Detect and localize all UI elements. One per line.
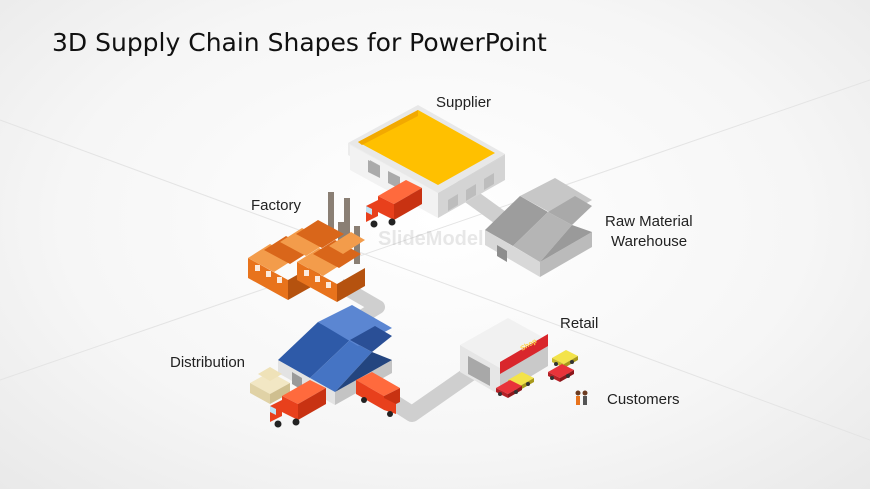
- factory-icon: [248, 192, 365, 302]
- label-raw-material-warehouse-line2: Warehouse: [611, 233, 688, 250]
- label-factory: Factory: [251, 197, 302, 214]
- car-icon: [548, 364, 574, 382]
- car-icon: [552, 350, 578, 368]
- truck-icon: [270, 380, 326, 428]
- car-icon: [496, 380, 522, 398]
- label-supplier: Supplier: [436, 94, 492, 111]
- customers-icon: [575, 390, 588, 405]
- label-distribution: Distribution: [170, 354, 246, 371]
- watermark: SlideModel: [378, 228, 484, 250]
- truck-icon: [366, 180, 422, 228]
- raw-material-warehouse-icon: [485, 178, 592, 277]
- background-rays: [0, 79, 870, 441]
- truck-icon: [356, 372, 400, 417]
- supplier-building-icon: [348, 105, 505, 218]
- pallets-icon: [250, 367, 290, 404]
- slide-title: 3D Supply Chain Shapes for PowerPoint: [52, 28, 547, 57]
- label-raw-material-warehouse-line1: Raw Material: [605, 213, 693, 230]
- label-customers: Customers: [607, 391, 680, 408]
- label-retail: Retail: [560, 315, 599, 332]
